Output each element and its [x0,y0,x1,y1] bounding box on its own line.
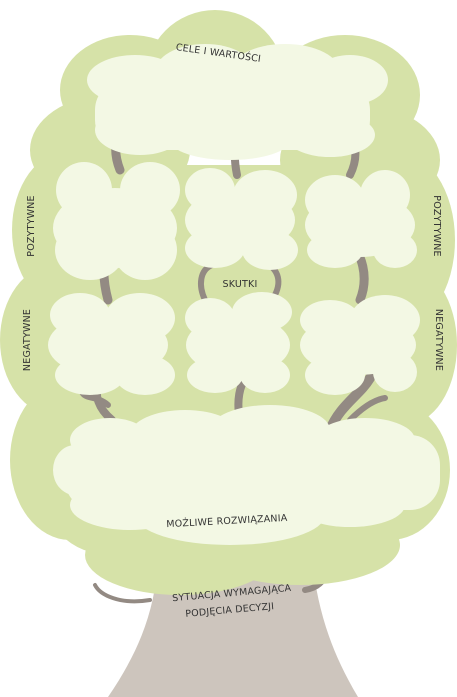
cloud-row1-left [53,162,180,280]
cloud-row1-right [305,170,417,268]
cloud-row1-center [185,168,298,270]
cloud-top [87,44,388,160]
label-right-lower: NEGATYWNE [433,309,444,371]
cloud-row2-left [48,293,175,395]
label-center: SKUTKI [223,279,258,290]
label-left-upper: POZYTYWNE [26,195,37,256]
cloud-row2-center [185,292,292,393]
cloud-bottom [53,405,440,545]
cloud-row2-right [300,295,420,395]
label-right-upper: POZYTYWNE [431,195,442,256]
label-left-lower: NEGATYWNE [22,309,33,371]
